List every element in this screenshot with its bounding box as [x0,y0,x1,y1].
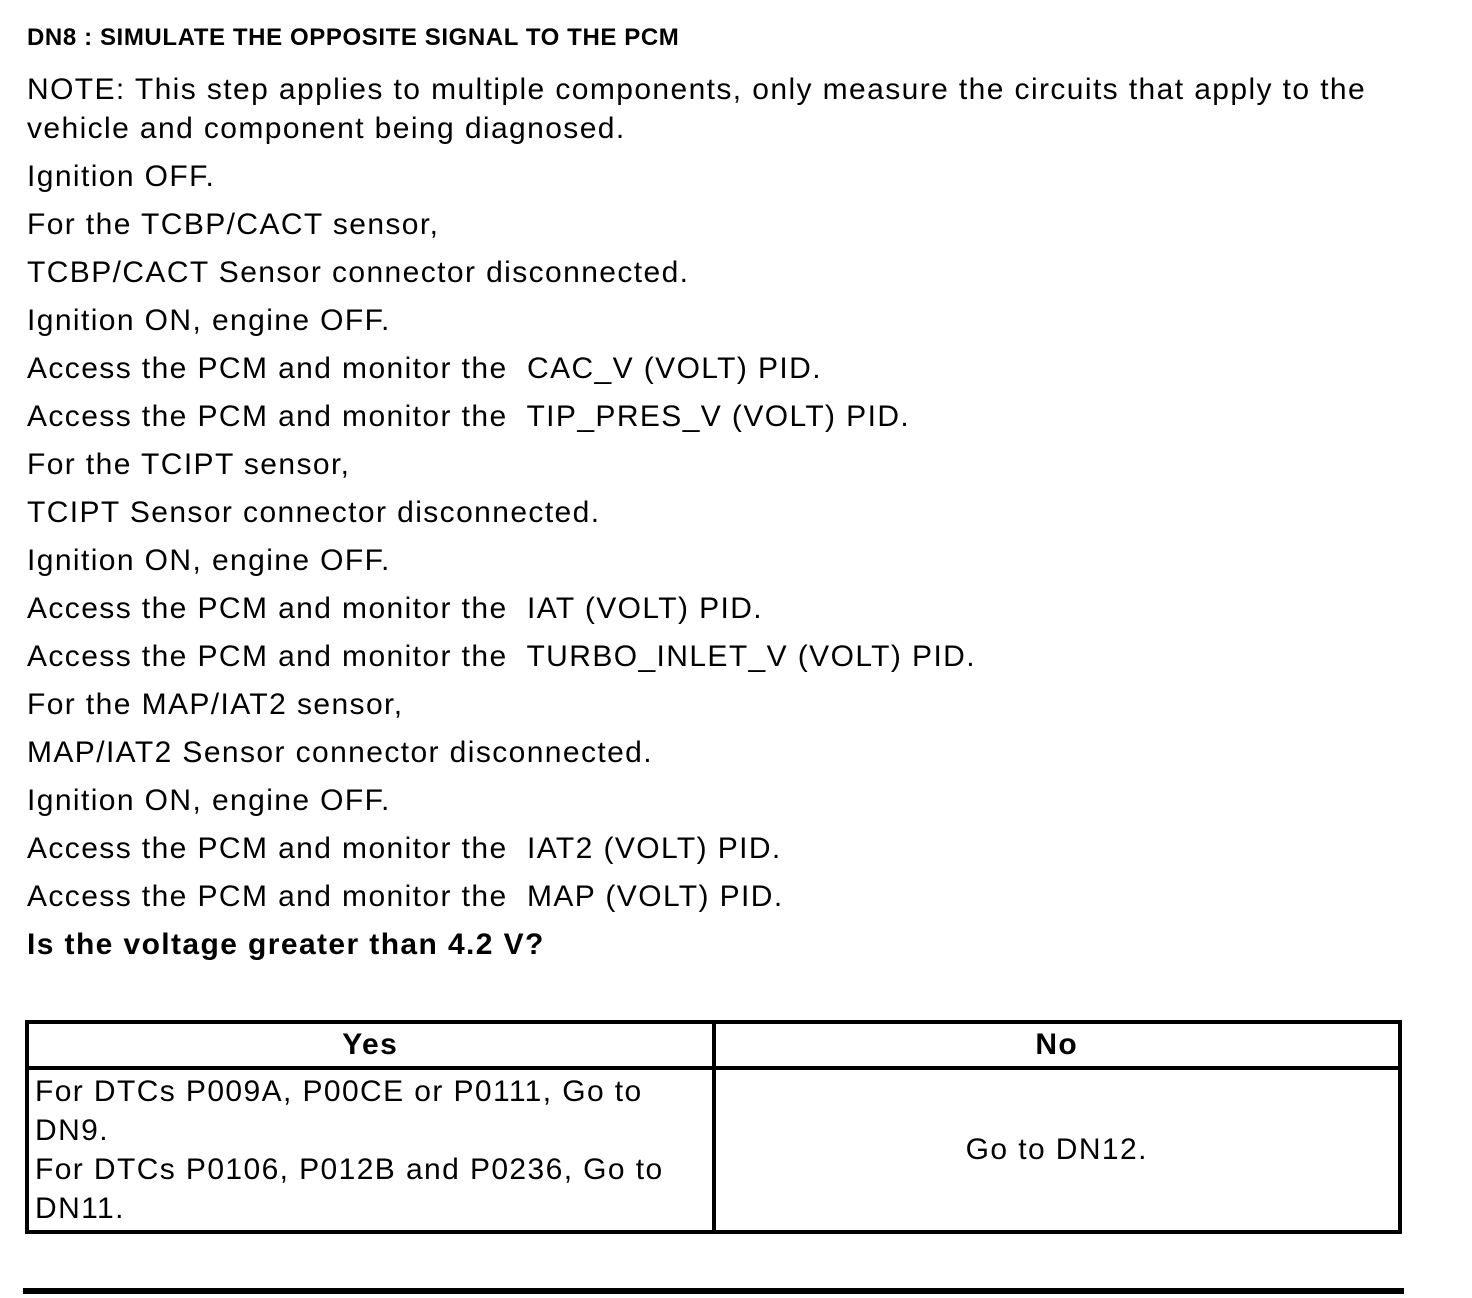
yes-cell-line: For DTCs P0106, P012B and P0236, Go to D… [35,1153,674,1225]
body-paragraph: Access the PCM and monitor the TIP_PRES_… [27,400,911,433]
decision-table: Yes No For DTCs P009A, P00CE or P0111, G… [25,1020,1402,1234]
body-paragraph: For the TCBP/CACT sensor, [27,208,440,241]
yes-cell-line: For DTCs P009A, P00CE or P0111, Go to DN… [35,1075,653,1147]
body-paragraph: Access the PCM and monitor the IAT (VOLT… [27,592,764,625]
body-paragraph: Ignition ON, engine OFF. [27,544,391,577]
bottom-rule-divider [23,1288,1404,1294]
body-paragraph: Access the PCM and monitor the MAP (VOLT… [27,880,784,913]
yes-column-header: Yes [25,1020,716,1070]
decision-table-header-row: Yes No [25,1020,1402,1070]
decision-table-body-row: For DTCs P009A, P00CE or P0111, Go to DN… [25,1066,1402,1234]
body-paragraph: TCIPT Sensor connector disconnected. [27,496,601,529]
body-paragraph: Access the PCM and monitor the IAT2 (VOL… [27,832,782,865]
body-paragraph: Access the PCM and monitor the TURBO_INL… [27,640,976,673]
body-paragraph: TCBP/CACT Sensor connector disconnected. [27,256,690,289]
no-column-header: No [711,1020,1402,1070]
body-paragraph: Ignition ON, engine OFF. [27,304,391,337]
page-title: DN8 : SIMULATE THE OPPOSITE SIGNAL TO TH… [27,24,680,51]
no-cell: Go to DN12. [711,1066,1402,1234]
body-paragraph: MAP/IAT2 Sensor connector disconnected. [27,736,654,769]
yes-cell: For DTCs P009A, P00CE or P0111, Go to DN… [25,1066,716,1234]
body-paragraph: Ignition ON, engine OFF. [27,784,391,817]
body-paragraph-note: NOTE: This step applies to multiple comp… [27,73,1376,145]
body-paragraph: For the TCIPT sensor, [27,448,351,481]
body-paragraph: Access the PCM and monitor the CAC_V (VO… [27,352,822,385]
body-paragraph: For the MAP/IAT2 sensor, [27,688,404,721]
body-paragraph: Ignition OFF. [27,160,216,193]
question-text: Is the voltage greater than 4.2 V? [27,928,545,961]
